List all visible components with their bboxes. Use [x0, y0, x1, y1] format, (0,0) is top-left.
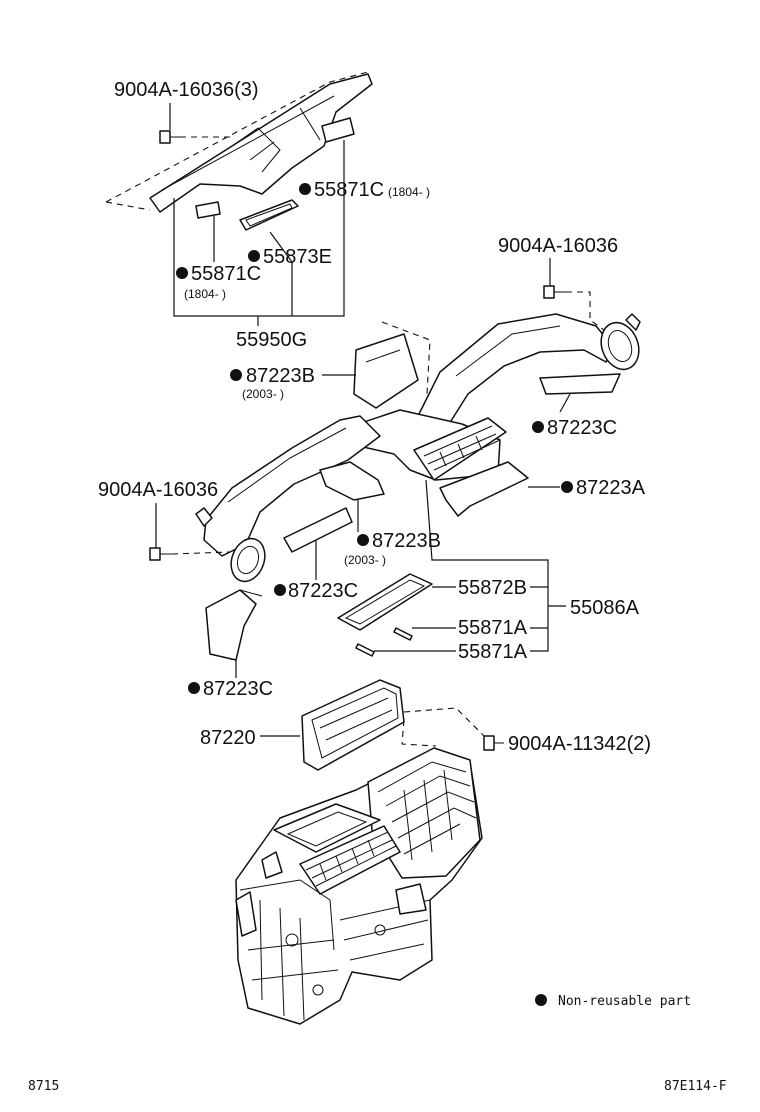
label-55871C-left: 55871C: [191, 263, 261, 285]
label-55871C-top: 55871C: [314, 179, 384, 201]
label-87223B-mid-date: (2003- ): [344, 553, 386, 567]
upper-duct-drawing: [105, 71, 373, 231]
gasket-55871C-left-shape: [195, 201, 221, 219]
hvac-unit-drawing: [235, 747, 483, 1025]
label-87223B-top: 87223B: [246, 365, 315, 387]
label-55873E: 55873E: [263, 246, 332, 268]
label-87223A: 87223A: [576, 477, 646, 499]
label-87223B-top-date: (2003- ): [242, 387, 284, 401]
label-87223B-mid: 87223B: [372, 530, 441, 552]
non-reusable-dot: [230, 369, 242, 381]
bolt-icon: [159, 130, 180, 144]
duct-outlet-right: [600, 313, 641, 371]
label-87220: 87220: [200, 727, 256, 749]
non-reusable-dot: [299, 183, 311, 195]
bolt-icon: [483, 735, 504, 751]
gasket-55873E-shape: [239, 199, 299, 231]
pad-87223A-shape: [439, 461, 529, 517]
non-reusable-dot: [532, 421, 544, 433]
main-duct-drawing: [195, 313, 641, 583]
non-reusable-dot-legend: [535, 994, 547, 1006]
bolt-icon: [543, 285, 566, 299]
legend-text: Non-reusable part: [558, 994, 691, 1009]
duct-grille: [413, 417, 507, 481]
non-reusable-dot: [274, 584, 286, 596]
label-55871A-2: 55871A: [458, 641, 528, 663]
pin-55871A-1-shape: [393, 627, 413, 641]
label-55950G: 55950G: [236, 329, 307, 351]
label-55871C-top-date: (1804- ): [388, 185, 430, 199]
bolt-icon: [149, 547, 172, 561]
label-55086A: 55086A: [570, 597, 640, 619]
label-55871A-1: 55871A: [458, 617, 528, 639]
footer-left-code: 8715: [28, 1079, 59, 1094]
gasket-55872B-shape: [337, 573, 433, 631]
pad-87223C-right-shape: [539, 373, 621, 395]
pad-87223C-mid-shape: [283, 507, 353, 553]
duct-outlet-left: [195, 507, 266, 583]
label-87223C-mid: 87223C: [288, 580, 358, 602]
label-55872B: 55872B: [458, 577, 527, 599]
pad-87223C-bottom-shape: [205, 589, 257, 661]
label-bolt-bottom: 9004A-11342(2): [508, 733, 651, 755]
label-bolt-left: 9004A-16036: [98, 479, 218, 501]
label-87223C-bottom: 87223C: [203, 678, 273, 700]
label-bolt-right: 9004A-16036: [498, 235, 618, 257]
gasket-55871C-top-shape: [321, 117, 355, 143]
label-87223C-right: 87223C: [547, 417, 617, 439]
label-55871C-left-date: (1804- ): [184, 287, 226, 301]
pad-87223B-top-shape: [353, 333, 419, 409]
non-reusable-dot: [248, 250, 260, 262]
non-reusable-dot: [561, 481, 573, 493]
filter-cover-87220-shape: [301, 679, 405, 771]
pad-87223B-mid-shape: [319, 461, 385, 501]
non-reusable-dot: [176, 267, 188, 279]
pin-55871A-2-shape: [355, 643, 375, 657]
non-reusable-dot: [188, 682, 200, 694]
label-bolt-top-left: 9004A-16036(3): [114, 79, 259, 101]
non-reusable-dot: [357, 534, 369, 546]
footer-right-code: 87E114-F: [664, 1079, 727, 1094]
